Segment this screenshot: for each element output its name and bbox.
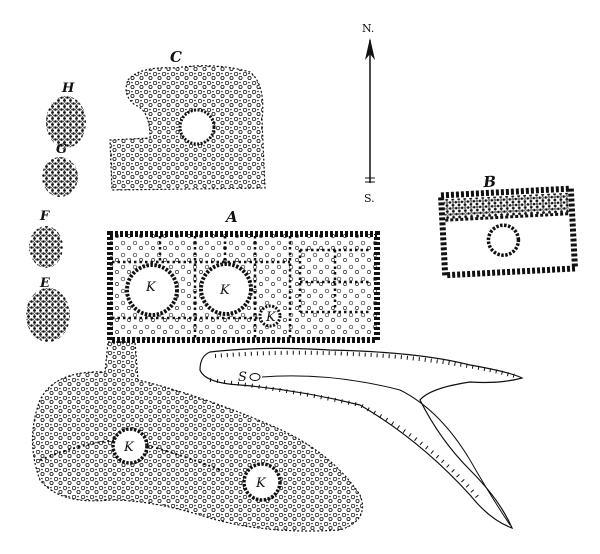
kiva-label: K — [145, 280, 157, 295]
kiva-lower-2 — [242, 462, 282, 502]
label-e: E — [39, 276, 51, 291]
label-a: A — [224, 208, 238, 226]
kiva-c — [178, 108, 216, 146]
arroyo: S — [199, 347, 524, 530]
label-f: F — [39, 209, 50, 224]
kiva-a1 — [125, 263, 179, 317]
ruin-a: K K K A — [107, 208, 380, 343]
south-label: S. — [364, 192, 375, 205]
kiva-a2 — [199, 262, 253, 316]
label-h: H — [61, 81, 75, 96]
kiva-lower-1 — [111, 427, 149, 465]
ruin-b: B — [437, 173, 579, 279]
kiva-label: K — [219, 283, 231, 298]
lower-mound: K K — [31, 341, 364, 532]
label-g: G — [56, 142, 67, 157]
label-b: B — [482, 173, 497, 192]
ruin-c: C — [109, 48, 266, 191]
label-c: C — [170, 48, 182, 66]
mounds: H G F E — [26, 81, 86, 342]
mound-f — [29, 226, 63, 268]
kiva-label: K — [265, 310, 277, 325]
spring-marker — [249, 373, 261, 381]
mound-g — [42, 157, 78, 197]
spring-label: S — [238, 370, 247, 385]
mound-h — [46, 96, 86, 148]
arrow-head-icon — [365, 38, 375, 60]
north-arrow: N. S. — [362, 22, 375, 205]
mound-e — [26, 288, 70, 342]
north-label: N. — [362, 22, 374, 35]
kiva-label: K — [123, 440, 135, 455]
kiva-a3 — [258, 304, 282, 328]
kiva-b — [486, 223, 521, 257]
kiva-label: K — [255, 476, 267, 491]
